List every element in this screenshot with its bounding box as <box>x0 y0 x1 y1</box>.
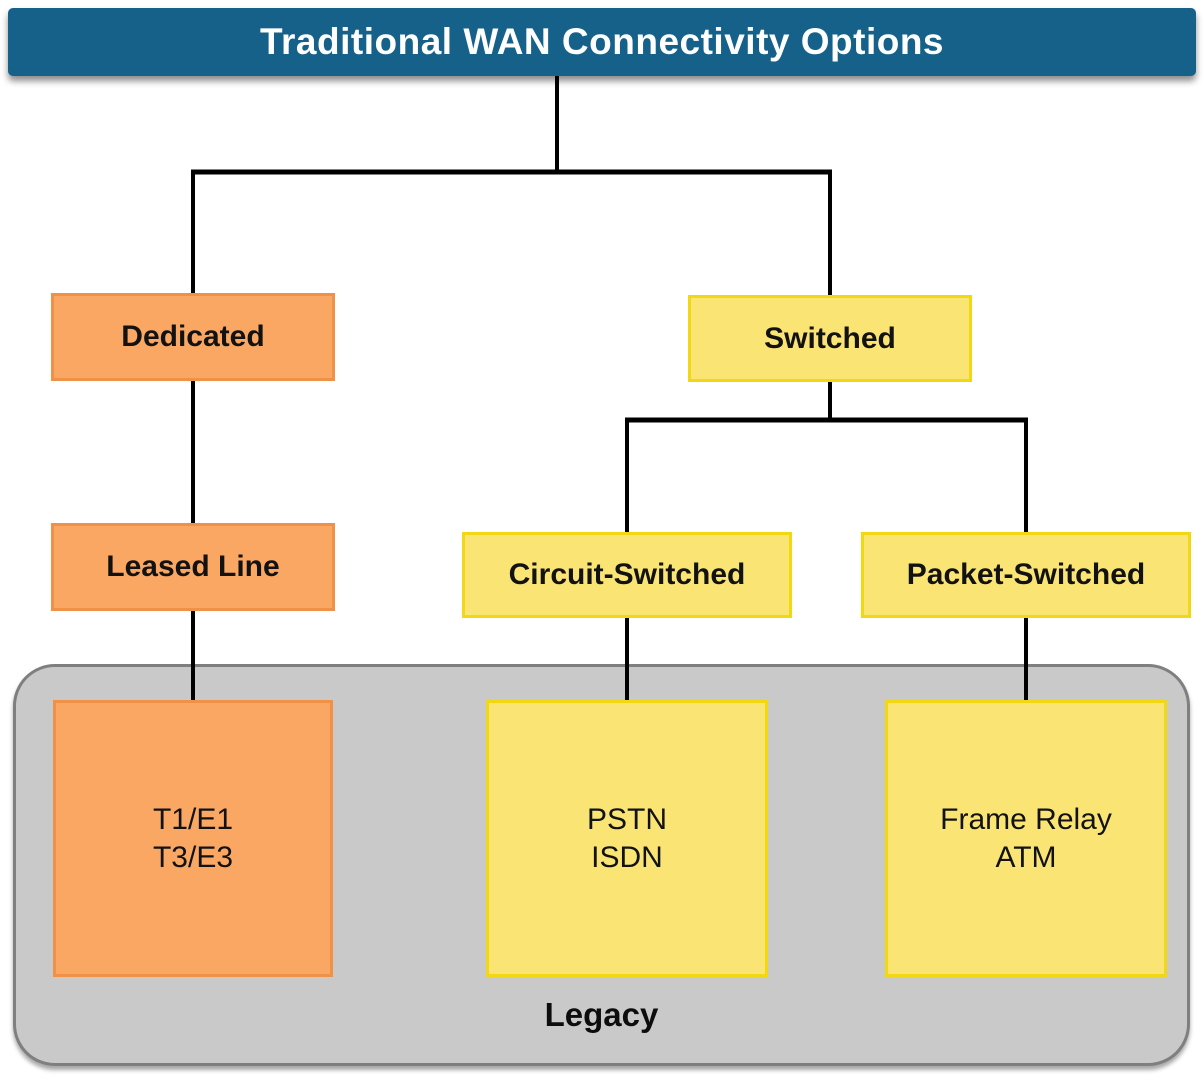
node-packet-switched-label: Packet-Switched <box>906 558 1146 591</box>
node-circuit-switched: Circuit-Switched <box>462 532 792 618</box>
node-dedicated-label: Dedicated <box>121 320 265 353</box>
node-dedicated: Dedicated <box>51 293 335 381</box>
node-leased-line: Leased Line <box>51 523 335 611</box>
node-t1e1-t3e3: T1/E1 T3/E3 <box>53 700 333 977</box>
node-circuit-switched-label: Circuit-Switched <box>508 558 746 591</box>
node-pstn-line1: PSTN <box>586 803 667 836</box>
node-switched-label: Switched <box>764 321 896 355</box>
node-frame-relay-line2: ATM <box>995 840 1057 874</box>
node-t1e1-line1: T1/E1 <box>152 803 234 836</box>
node-pstn-isdn: PSTN ISDN <box>486 700 768 977</box>
diagram-title-bar: Traditional WAN Connectivity Options <box>8 8 1196 76</box>
node-frame-relay-atm: Frame Relay ATM <box>885 700 1167 977</box>
diagram-title: Traditional WAN Connectivity Options <box>259 21 945 62</box>
legacy-group-label: Legacy <box>544 996 659 1033</box>
node-leased-line-label: Leased Line <box>106 550 280 583</box>
node-packet-switched: Packet-Switched <box>861 532 1191 618</box>
node-t1e1-line2: T3/E3 <box>152 840 234 874</box>
node-pstn-line2: ISDN <box>591 840 663 874</box>
node-frame-relay-line1: Frame Relay <box>940 803 1112 836</box>
node-switched: Switched <box>688 295 972 382</box>
